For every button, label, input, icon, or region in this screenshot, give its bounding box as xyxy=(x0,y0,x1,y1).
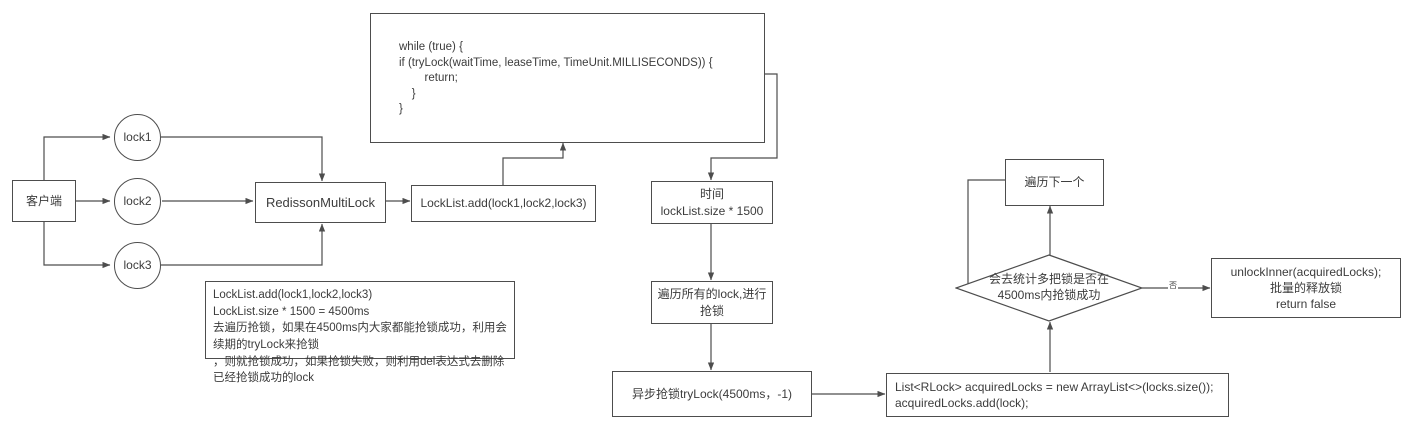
edge-client-lock1 xyxy=(43,133,111,180)
decision-shape xyxy=(955,254,1143,322)
edge-label-decision-no: 否 xyxy=(1168,281,1178,290)
node-lock2[interactable]: lock2 xyxy=(114,178,161,225)
node-traverse-locks[interactable]: 遍历所有的lock,进行 抢锁 xyxy=(651,281,773,324)
node-acquired-locks[interactable]: List<RLock> acquiredLocks = new ArrayLis… xyxy=(886,373,1229,417)
node-async-trylock[interactable]: 异步抢锁tryLock(4500ms，-1) xyxy=(612,371,812,417)
edge-lock3-multilock xyxy=(161,223,326,266)
node-annotation-note[interactable]: LockList.add(lock1,lock2,lock3) LockList… xyxy=(205,281,515,384)
node-unlock-inner[interactable]: unlockInner(acquiredLocks); 批量的释放锁 retur… xyxy=(1211,258,1401,318)
node-lock-list-add[interactable]: LockList.add(lock1,lock2,lock3) xyxy=(411,185,596,222)
node-time-box[interactable]: 时间 lockList.size * 1500 xyxy=(651,181,773,224)
edge-codeblock-timebox xyxy=(707,73,778,181)
edge-lock1-multilock xyxy=(161,136,326,182)
node-client[interactable]: 客户端 xyxy=(12,180,76,222)
node-redisson-multi-lock[interactable]: RedissonMultiLock xyxy=(255,182,386,223)
edge-locklistadd-codeblock xyxy=(502,142,567,185)
node-decision[interactable]: 会去统计多把锁是否在 4500ms内抢锁成功 xyxy=(955,254,1143,322)
node-code-block[interactable]: while (true) { if (tryLock(waitTime, lea… xyxy=(370,13,765,143)
node-lock1[interactable]: lock1 xyxy=(114,114,161,161)
node-lock3[interactable]: lock3 xyxy=(114,242,161,289)
edge-client-lock3 xyxy=(43,221,111,269)
node-traverse-next[interactable]: 遍历下一个 xyxy=(1005,159,1104,206)
